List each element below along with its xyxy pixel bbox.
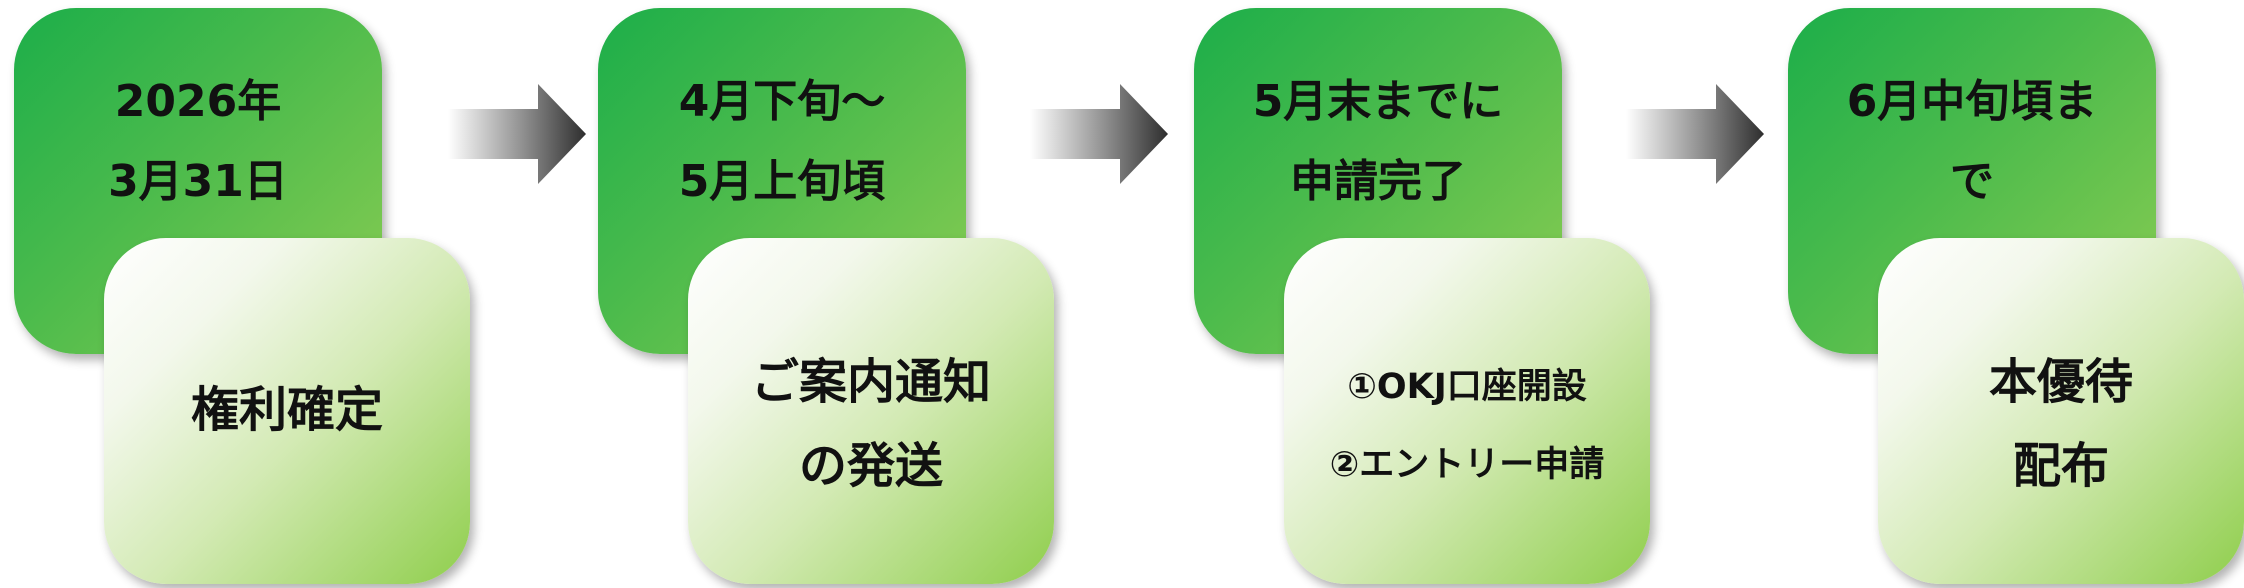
action-line: の発送 xyxy=(798,438,943,494)
step-4: 6月中旬頃ま で 本優待 配布 xyxy=(1774,0,2244,588)
date-text-1: 2026年 3月31日 xyxy=(14,62,382,222)
date-line: 6月中旬頃ま xyxy=(1846,76,2098,127)
action-line: ②エントリー申請 xyxy=(1329,445,1605,485)
date-line: で xyxy=(1950,156,1994,207)
action-text-4: 本優待 配布 xyxy=(1878,340,2244,508)
action-box-4: 本優待 配布 xyxy=(1878,238,2244,584)
action-text-3: ①OKJ口座開設 ②エントリー申請 xyxy=(1284,348,1650,504)
arrow-right-icon xyxy=(448,84,586,184)
date-line: 5月上旬頃 xyxy=(678,156,886,207)
arrow-right-icon xyxy=(1030,84,1168,184)
date-line: 申請完了 xyxy=(1290,156,1466,207)
action-text-2: ご案内通知 の発送 xyxy=(688,340,1054,508)
date-line: 2026年 xyxy=(114,76,282,127)
date-line: 4月下旬～ xyxy=(678,76,886,127)
action-line: 権利確定 xyxy=(190,382,383,438)
date-box-3: 5月末までに 申請完了 xyxy=(1194,8,1562,354)
action-line: ご案内通知 xyxy=(750,354,991,410)
date-line: 5月末までに xyxy=(1252,76,1504,127)
action-line: 本優待 xyxy=(1988,354,2133,410)
date-text-2: 4月下旬～ 5月上旬頃 xyxy=(598,62,966,222)
action-box-2: ご案内通知 の発送 xyxy=(688,238,1054,584)
step-2: 4月下旬～ 5月上旬頃 ご案内通知 の発送 xyxy=(584,0,1054,588)
date-text-4: 6月中旬頃ま で xyxy=(1788,62,2156,222)
step-3: 5月末までに 申請完了 ①OKJ口座開設 ②エントリー申請 xyxy=(1180,0,1650,588)
arrow-right-icon xyxy=(1626,84,1764,184)
action-line: ①OKJ口座開設 xyxy=(1347,367,1587,407)
date-line: 3月31日 xyxy=(108,156,288,207)
action-line: 配布 xyxy=(2012,438,2109,494)
step-1: 2026年 3月31日 権利確定 xyxy=(0,0,470,588)
action-box-1: 権利確定 xyxy=(104,238,470,584)
date-text-3: 5月末までに 申請完了 xyxy=(1194,62,1562,222)
action-box-3: ①OKJ口座開設 ②エントリー申請 xyxy=(1284,238,1650,584)
action-text-1: 権利確定 xyxy=(104,368,470,452)
